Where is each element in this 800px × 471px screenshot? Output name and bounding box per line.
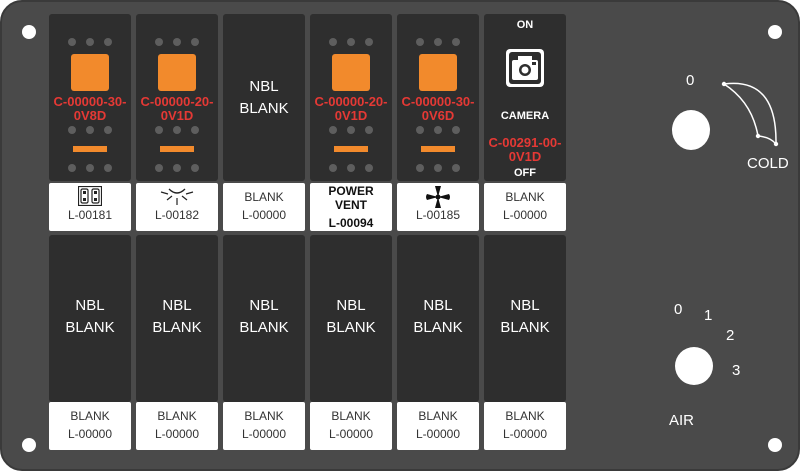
double-outlet-icon <box>78 186 102 206</box>
mount-hole-bottom-left <box>22 438 36 452</box>
label-code: L-00000 <box>502 427 548 441</box>
label-text: BLANK <box>244 409 284 423</box>
indicator-dots <box>416 126 460 134</box>
camera-icon <box>506 49 544 87</box>
label-code: L-00185 <box>415 208 461 222</box>
nbl-blank-text: NBL BLANK <box>65 297 115 336</box>
switch-label-6: BLANK L-00000 <box>484 183 566 231</box>
label-text: BLANK <box>505 190 545 204</box>
part-number: C-00000-30-0V8D <box>53 94 127 123</box>
label-code: L-00000 <box>241 208 287 222</box>
switch-label-8: BLANK L-00000 <box>136 402 218 450</box>
switch-label-7: BLANK L-00000 <box>49 402 131 450</box>
part-number: C-00000-20-0V1D <box>314 94 388 123</box>
indicator-dots <box>155 126 199 134</box>
switch-label-3: BLANK L-00000 <box>223 183 305 231</box>
label-code: L-00094 <box>328 216 374 230</box>
rocker-bar <box>334 146 368 152</box>
air-position-0: 0 <box>674 301 683 318</box>
air-position-1: 1 <box>704 307 713 324</box>
part-number: C-00291-00-0V1D <box>488 135 562 164</box>
label-code: L-00000 <box>241 427 287 441</box>
indicator-dots <box>416 164 460 172</box>
nbl-blank-text: NBL BLANK <box>239 297 289 336</box>
label-text: BLANK <box>331 409 371 423</box>
label-code: L-00000 <box>415 427 461 441</box>
switch-8-blank[interactable]: NBL BLANK <box>136 235 218 402</box>
indicator-dots <box>329 164 373 172</box>
switch-9-blank[interactable]: NBL BLANK <box>223 235 305 402</box>
label-text: BLANK <box>157 409 197 423</box>
switch-label-2: L-00182 <box>136 183 218 231</box>
label-code: L-00000 <box>328 427 374 441</box>
indicator-dots <box>155 38 199 46</box>
cold-dial-knob[interactable] <box>672 110 710 150</box>
off-text: OFF <box>514 167 536 179</box>
rocker-bar <box>73 146 107 152</box>
switch-5[interactable]: C-00000-30-0V6D <box>397 14 479 181</box>
indicator-dots <box>416 38 460 46</box>
air-position-3: 3 <box>732 362 741 379</box>
indicator-dots <box>68 126 112 134</box>
camera-label: CAMERA <box>500 110 550 122</box>
nbl-blank-text: NBL BLANK <box>413 297 463 336</box>
rocker-indicator <box>332 54 370 91</box>
air-dial-knob[interactable] <box>675 347 713 385</box>
rocker-bar <box>160 146 194 152</box>
on-text: ON <box>516 19 534 31</box>
rocker-indicator <box>158 54 196 91</box>
mount-hole-top-left <box>22 25 36 39</box>
rocker-indicator <box>419 54 457 91</box>
indicator-dots <box>155 164 199 172</box>
switch-label-1: L-00181 <box>49 183 131 231</box>
air-dial-label: AIR <box>669 412 695 429</box>
switch-6-camera[interactable]: ON CAMERA C-00291-00-0V1D OFF <box>484 14 566 181</box>
indicator-dots <box>68 164 112 172</box>
switch-label-11: BLANK L-00000 <box>397 402 479 450</box>
rocker-indicator <box>71 54 109 91</box>
switch-11-blank[interactable]: NBL BLANK <box>397 235 479 402</box>
cold-dial-zero: 0 <box>686 72 695 89</box>
label-code: L-00000 <box>154 427 200 441</box>
switch-3-blank[interactable]: NBL BLANK <box>223 14 305 181</box>
nbl-blank-text: NBL BLANK <box>500 297 550 336</box>
cold-dial-label: COLD <box>747 155 789 172</box>
nbl-blank-text: NBL BLANK <box>239 78 289 117</box>
switch-12-blank[interactable]: NBL BLANK <box>484 235 566 402</box>
switch-label-9: BLANK L-00000 <box>223 402 305 450</box>
switch-10-blank[interactable]: NBL BLANK <box>310 235 392 402</box>
label-text: BLANK <box>244 190 284 204</box>
cold-range-arc <box>721 81 779 147</box>
label-code: L-00000 <box>502 208 548 222</box>
indicator-dots <box>329 38 373 46</box>
part-number: C-00000-30-0V6D <box>401 94 475 123</box>
rocker-bar <box>421 146 455 152</box>
switch-2[interactable]: C-00000-20-0V1D <box>136 14 218 181</box>
fan-icon <box>426 186 450 208</box>
label-text: BLANK <box>505 409 545 423</box>
indicator-dots <box>329 126 373 134</box>
switch-label-12: BLANK L-00000 <box>484 402 566 450</box>
nbl-blank-text: NBL BLANK <box>152 297 202 336</box>
air-position-2: 2 <box>726 327 735 344</box>
switch-1[interactable]: C-00000-30-0V8D <box>49 14 131 181</box>
label-code: L-00000 <box>67 427 113 441</box>
switch-label-4: POWER VENT L-00094 <box>310 183 392 231</box>
label-text: BLANK <box>70 409 110 423</box>
label-code: L-00181 <box>67 208 113 222</box>
indicator-dots <box>68 38 112 46</box>
switch-7-blank[interactable]: NBL BLANK <box>49 235 131 402</box>
switch-label-5: L-00185 <box>397 183 479 231</box>
label-text: BLANK <box>418 409 458 423</box>
light-icon <box>160 188 194 205</box>
mount-hole-bottom-right <box>768 438 782 452</box>
part-number: C-00000-20-0V1D <box>140 94 214 123</box>
switch-label-10: BLANK L-00000 <box>310 402 392 450</box>
nbl-blank-text: NBL BLANK <box>326 297 376 336</box>
mount-hole-top-right <box>768 25 782 39</box>
label-code: L-00182 <box>154 208 200 222</box>
switch-4[interactable]: C-00000-20-0V1D <box>310 14 392 181</box>
label-title: POWER VENT <box>328 184 374 212</box>
